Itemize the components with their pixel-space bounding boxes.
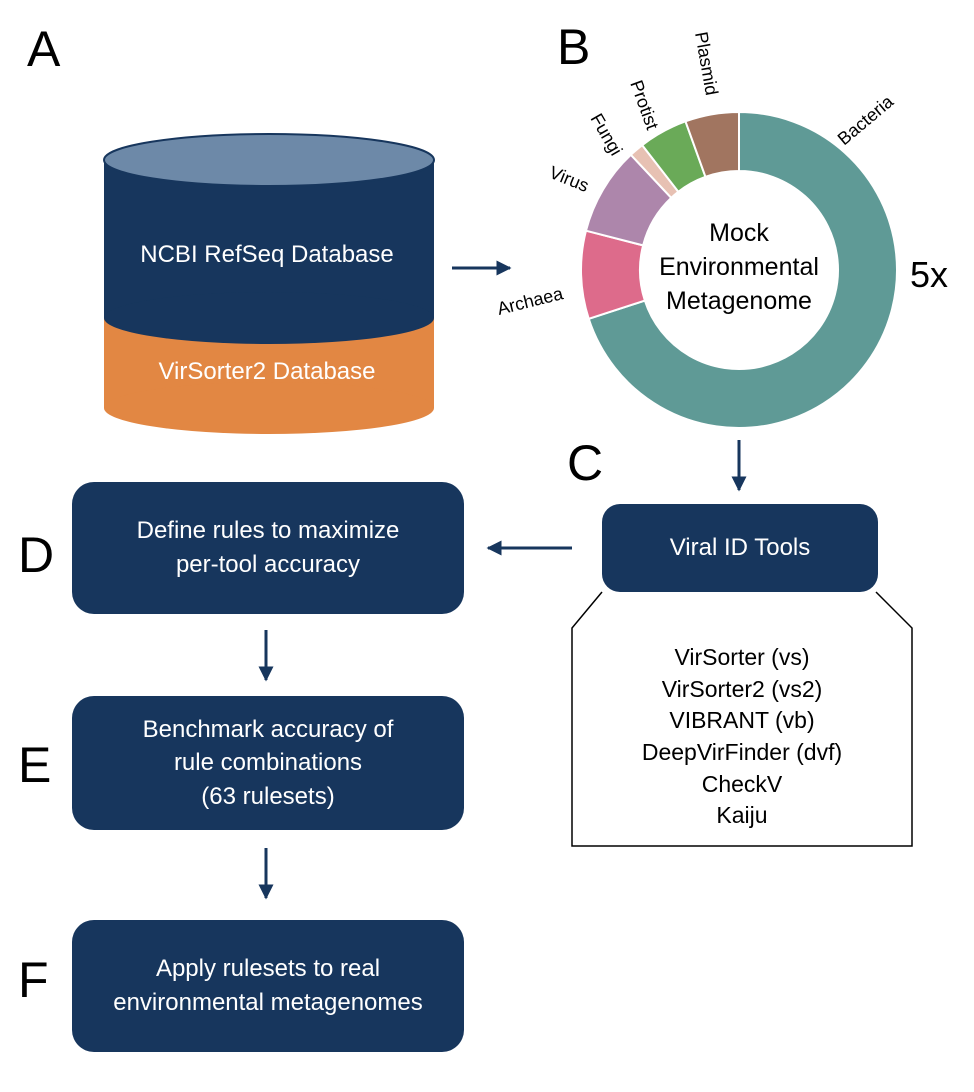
panel-label-a: A	[27, 21, 61, 77]
panel-label-c: C	[567, 435, 604, 491]
tool-item: VirSorter (vs)	[674, 643, 810, 670]
cylinder-divider	[104, 292, 434, 344]
donut-center-line-2: Environmental	[659, 253, 819, 281]
step-define-rules-text: Define rules to maximize per-tool accura…	[136, 517, 400, 578]
viral-id-tools-box[interactable]: Viral ID Tools	[602, 504, 878, 592]
panel-label-f: F	[18, 952, 49, 1008]
tool-item: CheckV	[701, 770, 783, 797]
segment-label-virus: Virus	[547, 162, 592, 196]
panel-label-d: D	[18, 527, 55, 583]
step-benchmark-text: Benchmark accuracy of rule combinations …	[142, 715, 394, 810]
tool-list: VirSorter (vs) VirSorter2 (vs2) VIBRANT …	[572, 628, 912, 846]
segment-label-plasmid: Plasmid	[691, 30, 722, 97]
composition-donut	[580, 110, 898, 429]
segment-label-archaea: Archaea	[495, 283, 566, 319]
step-define-rules-box[interactable]: Define rules to maximize per-tool accura…	[72, 482, 464, 614]
donut-segment-bacteria	[587, 110, 898, 429]
cylinder-base	[104, 382, 434, 434]
step-benchmark-box[interactable]: Benchmark accuracy of rule combinations …	[72, 696, 464, 830]
tools-callout-outline	[571, 591, 913, 847]
tool-item: VIBRANT (vb)	[669, 707, 815, 734]
database-top-label: NCBI RefSeq Database	[140, 241, 393, 268]
database-cylinder	[103, 133, 435, 434]
donut-center-line-1: Mock	[709, 219, 769, 247]
tool-item: DeepVirFinder (dvf)	[641, 739, 843, 765]
tool-item: VirSorter2 (vs2)	[661, 675, 823, 702]
tool-item: Kaiju	[716, 802, 768, 829]
segment-label-bacteria: Bacteria	[834, 91, 898, 149]
step-apply-text: Apply rulesets to real environmental met…	[113, 955, 423, 1016]
panel-label-e: E	[18, 737, 52, 793]
donut-center-line-3: Metagenome	[666, 287, 812, 315]
viral-id-tools-title: Viral ID Tools	[669, 534, 811, 562]
step-apply-box[interactable]: Apply rulesets to real environmental met…	[72, 920, 464, 1052]
multiplier-label: 5x	[910, 254, 948, 295]
segment-label-fungi: Fungi	[587, 110, 627, 159]
database-bottom-label: VirSorter2 Database	[158, 358, 375, 385]
cylinder-lid	[103, 133, 435, 187]
donut-segment-plasmid	[684, 110, 740, 179]
segment-label-protist: Protist	[626, 78, 662, 133]
panel-label-b: B	[557, 19, 591, 75]
